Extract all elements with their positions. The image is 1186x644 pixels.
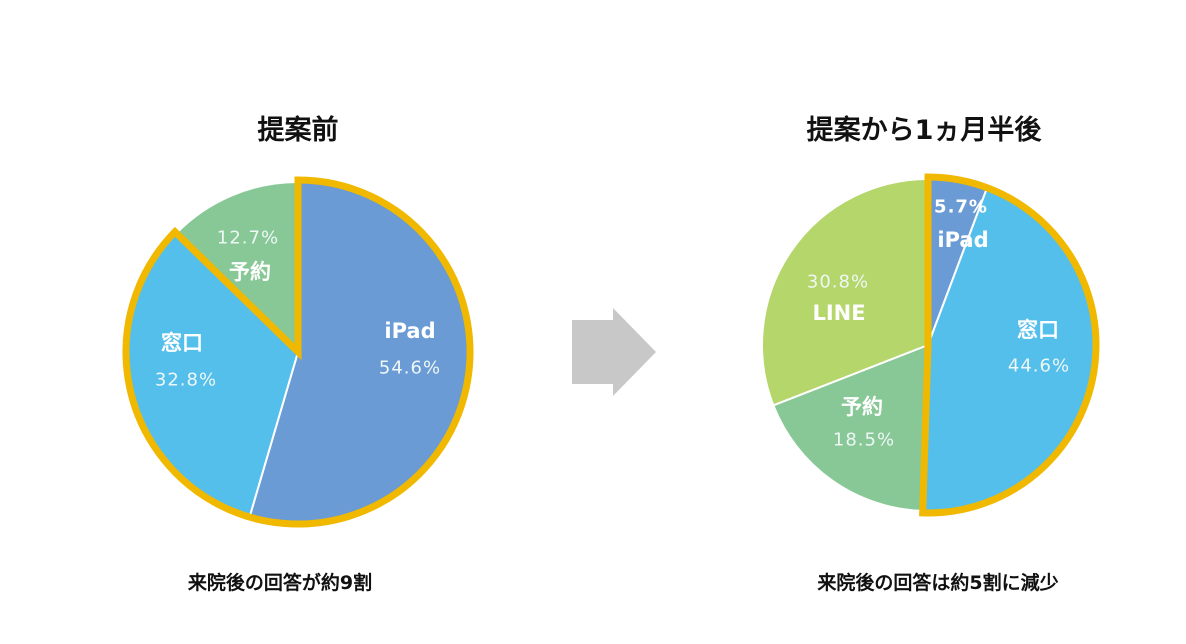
pct-ipad-after: 5.7% <box>934 196 988 218</box>
label-reservation-before: 予約 <box>229 260 271 284</box>
pct-reservation-before: 12.7% <box>216 227 280 249</box>
label-window-after: 窓口 <box>1017 318 1059 342</box>
highlight-outline-0 <box>122 176 474 528</box>
pct-reservation-after: 18.5% <box>832 429 896 451</box>
label-ipad-after: iPad <box>937 228 989 252</box>
pct-window-after: 44.6% <box>1007 355 1071 377</box>
label-line-after: LINE <box>812 301 866 325</box>
chart-title-before: 提案前 <box>257 115 339 146</box>
pie-slice-0-2 <box>174 180 299 355</box>
caption-before: 来院後の回答が約9割 <box>187 572 373 594</box>
pct-window-before: 32.8% <box>154 369 218 391</box>
pct-line-after: 30.8% <box>806 271 870 293</box>
arrow-icon <box>572 308 656 396</box>
label-reservation-after: 予約 <box>841 395 883 419</box>
pie-slice-1-2 <box>772 343 930 512</box>
label-ipad-before: iPad <box>384 319 436 343</box>
pct-ipad-before: 54.6% <box>378 357 442 379</box>
pie-slice-1-3 <box>761 177 929 407</box>
highlight-outline-1 <box>919 173 1100 517</box>
chart-title-after: 提案から1ヵ月半後 <box>806 115 1042 146</box>
caption-after: 来院後の回答は約5割に減少 <box>817 572 1059 594</box>
label-window-before: 窓口 <box>161 331 203 355</box>
